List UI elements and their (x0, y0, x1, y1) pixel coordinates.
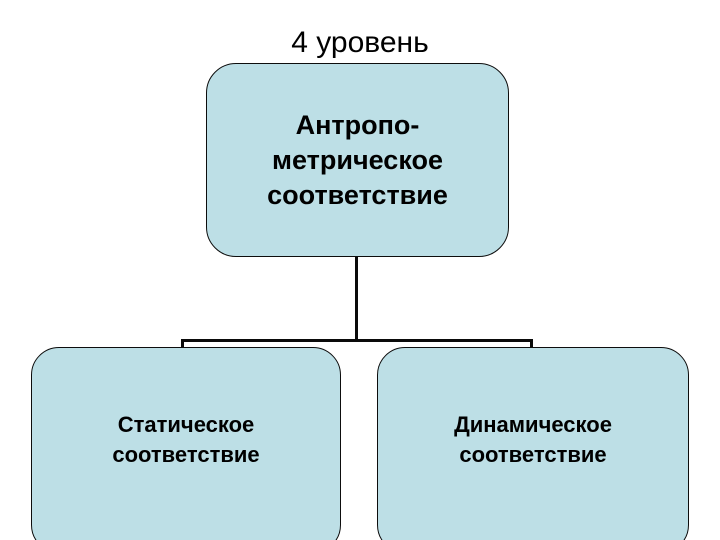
node-root-label-line-1: Антропо- (295, 109, 420, 140)
node-antropometricheskoe-sootvetstvie[interactable]: Антропо- метрическое соответствие (206, 63, 509, 257)
node-static-label: Статическое соответствие (32, 410, 340, 470)
node-static-label-line-2: соответствие (112, 442, 260, 467)
node-dynamic-label-line-1: Динамическое (454, 412, 612, 437)
connector-drop-left (181, 339, 184, 351)
node-root-label-line-3: соответствие (267, 179, 448, 210)
node-static-label-line-1: Статическое (117, 412, 255, 437)
node-root-label-line-2: метрическое (272, 144, 443, 175)
connector-horizontal-bus (181, 339, 533, 342)
node-staticheskoe-sootvetstvie[interactable]: Статическое соответствие (31, 347, 341, 540)
node-dynamic-label: Динамическое соответствие (378, 410, 688, 470)
node-dynamic-label-line-2: соответствие (459, 442, 607, 467)
node-root-label: Антропо- метрическое соответствие (253, 108, 462, 213)
page-title: 4 уровень (291, 26, 429, 59)
connector-drop-right (530, 339, 533, 351)
connector-trunk-vertical (355, 253, 358, 341)
node-dinamicheskoe-sootvetstvie[interactable]: Динамическое соответствие (377, 347, 689, 540)
